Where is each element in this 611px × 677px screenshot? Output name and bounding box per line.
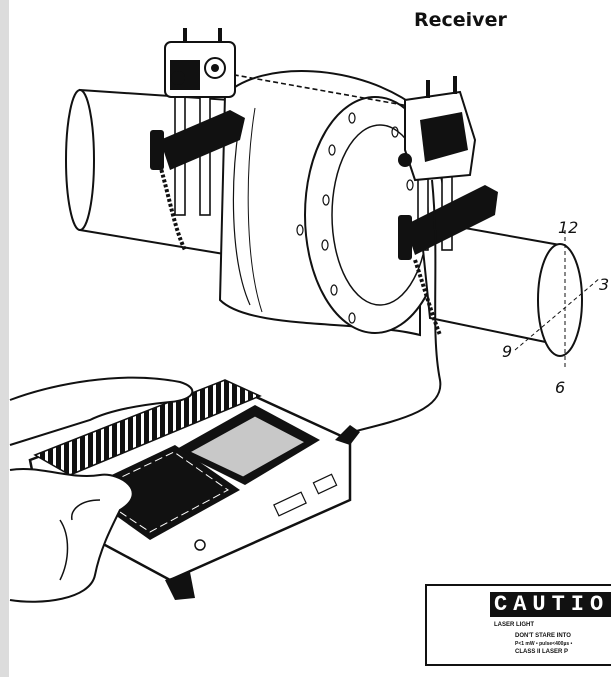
handheld-computer [28,379,360,600]
receiver-label: Receiver [414,9,507,31]
left-edge-bar [0,0,9,677]
emitter-head [164,28,236,98]
caution-line-laser-light: LASER LIGHT [494,622,534,628]
clock-9-label: 9 [502,342,512,361]
laser-beam [217,71,421,109]
right-shaft [418,218,601,370]
caution-title: CAUTIO [490,592,611,617]
clock-3-label: 3 [599,275,609,294]
caution-line-dont-stare: DON'T STARE INTO [515,633,571,639]
cable [351,179,442,433]
receiver-bracket [398,169,498,336]
clock-6-label: 6 [555,378,565,397]
receiver-head [398,76,477,182]
caution-line-class: CLASS II LASER P [515,649,569,655]
operator-hands [9,376,194,603]
caution-line-specs: P<1 mW • pulse<400µs • [515,641,573,647]
clock-12-label: 12 [558,218,578,237]
